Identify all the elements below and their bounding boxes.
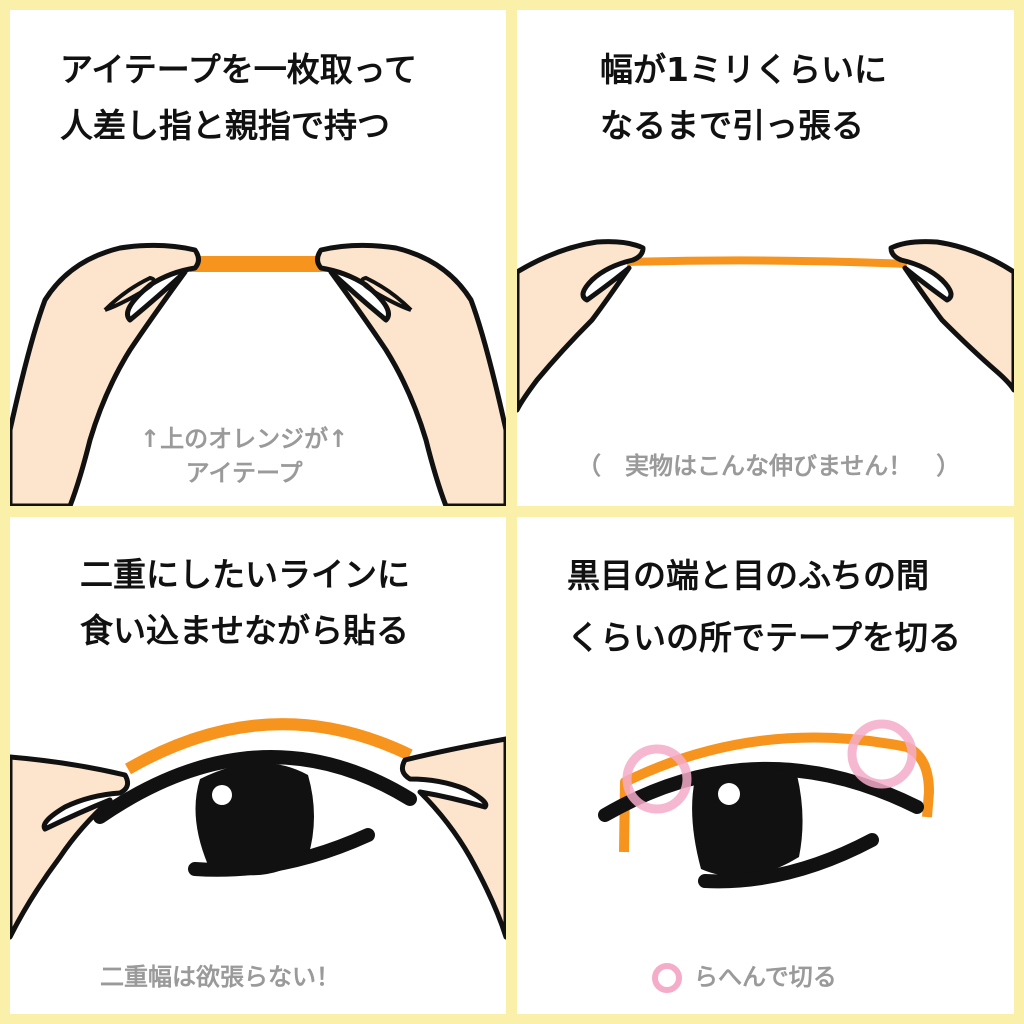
- step-title: 幅が1ミリくらいに なるまで引っ張る: [600, 42, 887, 154]
- left-hand: [10, 754, 131, 940]
- note-line-2: アイテープ: [185, 459, 303, 487]
- eye-highlight: [718, 783, 740, 805]
- title-line-2: なるまで引っ張る: [600, 106, 864, 145]
- note-line-1: 二重幅は欲張らない！: [100, 963, 340, 991]
- right-hand: [888, 239, 1014, 393]
- step-title: 二重にしたいラインに 食い込ませながら貼る: [80, 547, 410, 659]
- left-hand: [517, 239, 646, 413]
- cut-marker-left: [622, 744, 692, 814]
- panel-step-4: 黒目の端と目のふちの間 くらいの所でテープを切る らへんで切る: [517, 517, 1014, 1014]
- step-title: 黒目の端と目のふちの間 くらいの所でテープを切る: [567, 545, 961, 669]
- title-line-1: 二重にしたいラインに: [80, 555, 410, 594]
- tape-strip: [125, 718, 413, 775]
- title-line-2: 人差し指と親指で持つ: [60, 106, 390, 145]
- hands-holding-tape-icon: [10, 242, 506, 506]
- hands-stretching-tape-icon: [517, 239, 1014, 413]
- title-line-1: アイテープを一枚取って: [60, 50, 418, 89]
- step-note: らへんで切る: [652, 957, 837, 993]
- step-note: （ 実物はこんな伸びません！ ）: [577, 446, 960, 481]
- title-line-1: 黒目の端と目のふちの間: [567, 556, 930, 595]
- note-line-1: （ 実物はこんな伸びません！ ）: [577, 452, 961, 480]
- cut-marker-right: [847, 719, 917, 789]
- panel-step-1: アイテープを一枚取って 人差し指と親指で持つ ↑上のオレンジが↑ アイテープ: [10, 10, 506, 506]
- title-line-2: 食い込ませながら貼る: [80, 611, 410, 650]
- step-title: アイテープを一枚取って 人差し指と親指で持つ: [60, 42, 417, 154]
- tape-strip: [626, 256, 908, 268]
- eye-tape-applied-icon: [10, 718, 506, 940]
- eye-highlight: [212, 785, 232, 805]
- left-thumb: [103, 275, 156, 312]
- tape-strip: [619, 732, 934, 853]
- right-thumb: [360, 275, 413, 312]
- title-line-2: くらいの所でテープを切る: [567, 618, 962, 657]
- pink-circle-icon: [652, 963, 682, 993]
- panel-step-2: 幅が1ミリくらいに なるまで引っ張る （ 実物はこんな伸びません！ ）: [517, 10, 1014, 506]
- eye-cut-points-icon: [598, 719, 934, 889]
- title-line-1: 幅が1ミリくらいに: [600, 50, 887, 89]
- upper-eyelid: [93, 750, 417, 824]
- note-line-1: らへんで切る: [694, 963, 837, 991]
- right-hand: [399, 736, 506, 940]
- lower-eyelid: [698, 833, 879, 889]
- note-line-1: ↑上のオレンジが↑: [140, 425, 349, 453]
- iris: [692, 766, 803, 877]
- step-note: ↑上のオレンジが↑ アイテープ: [140, 422, 348, 490]
- lower-eyelid: [188, 828, 375, 877]
- step-note: 二重幅は欲張らない！: [100, 957, 340, 992]
- panel-step-3: 二重にしたいラインに 食い込ませながら貼る 二重幅は欲張らない！: [10, 517, 506, 1014]
